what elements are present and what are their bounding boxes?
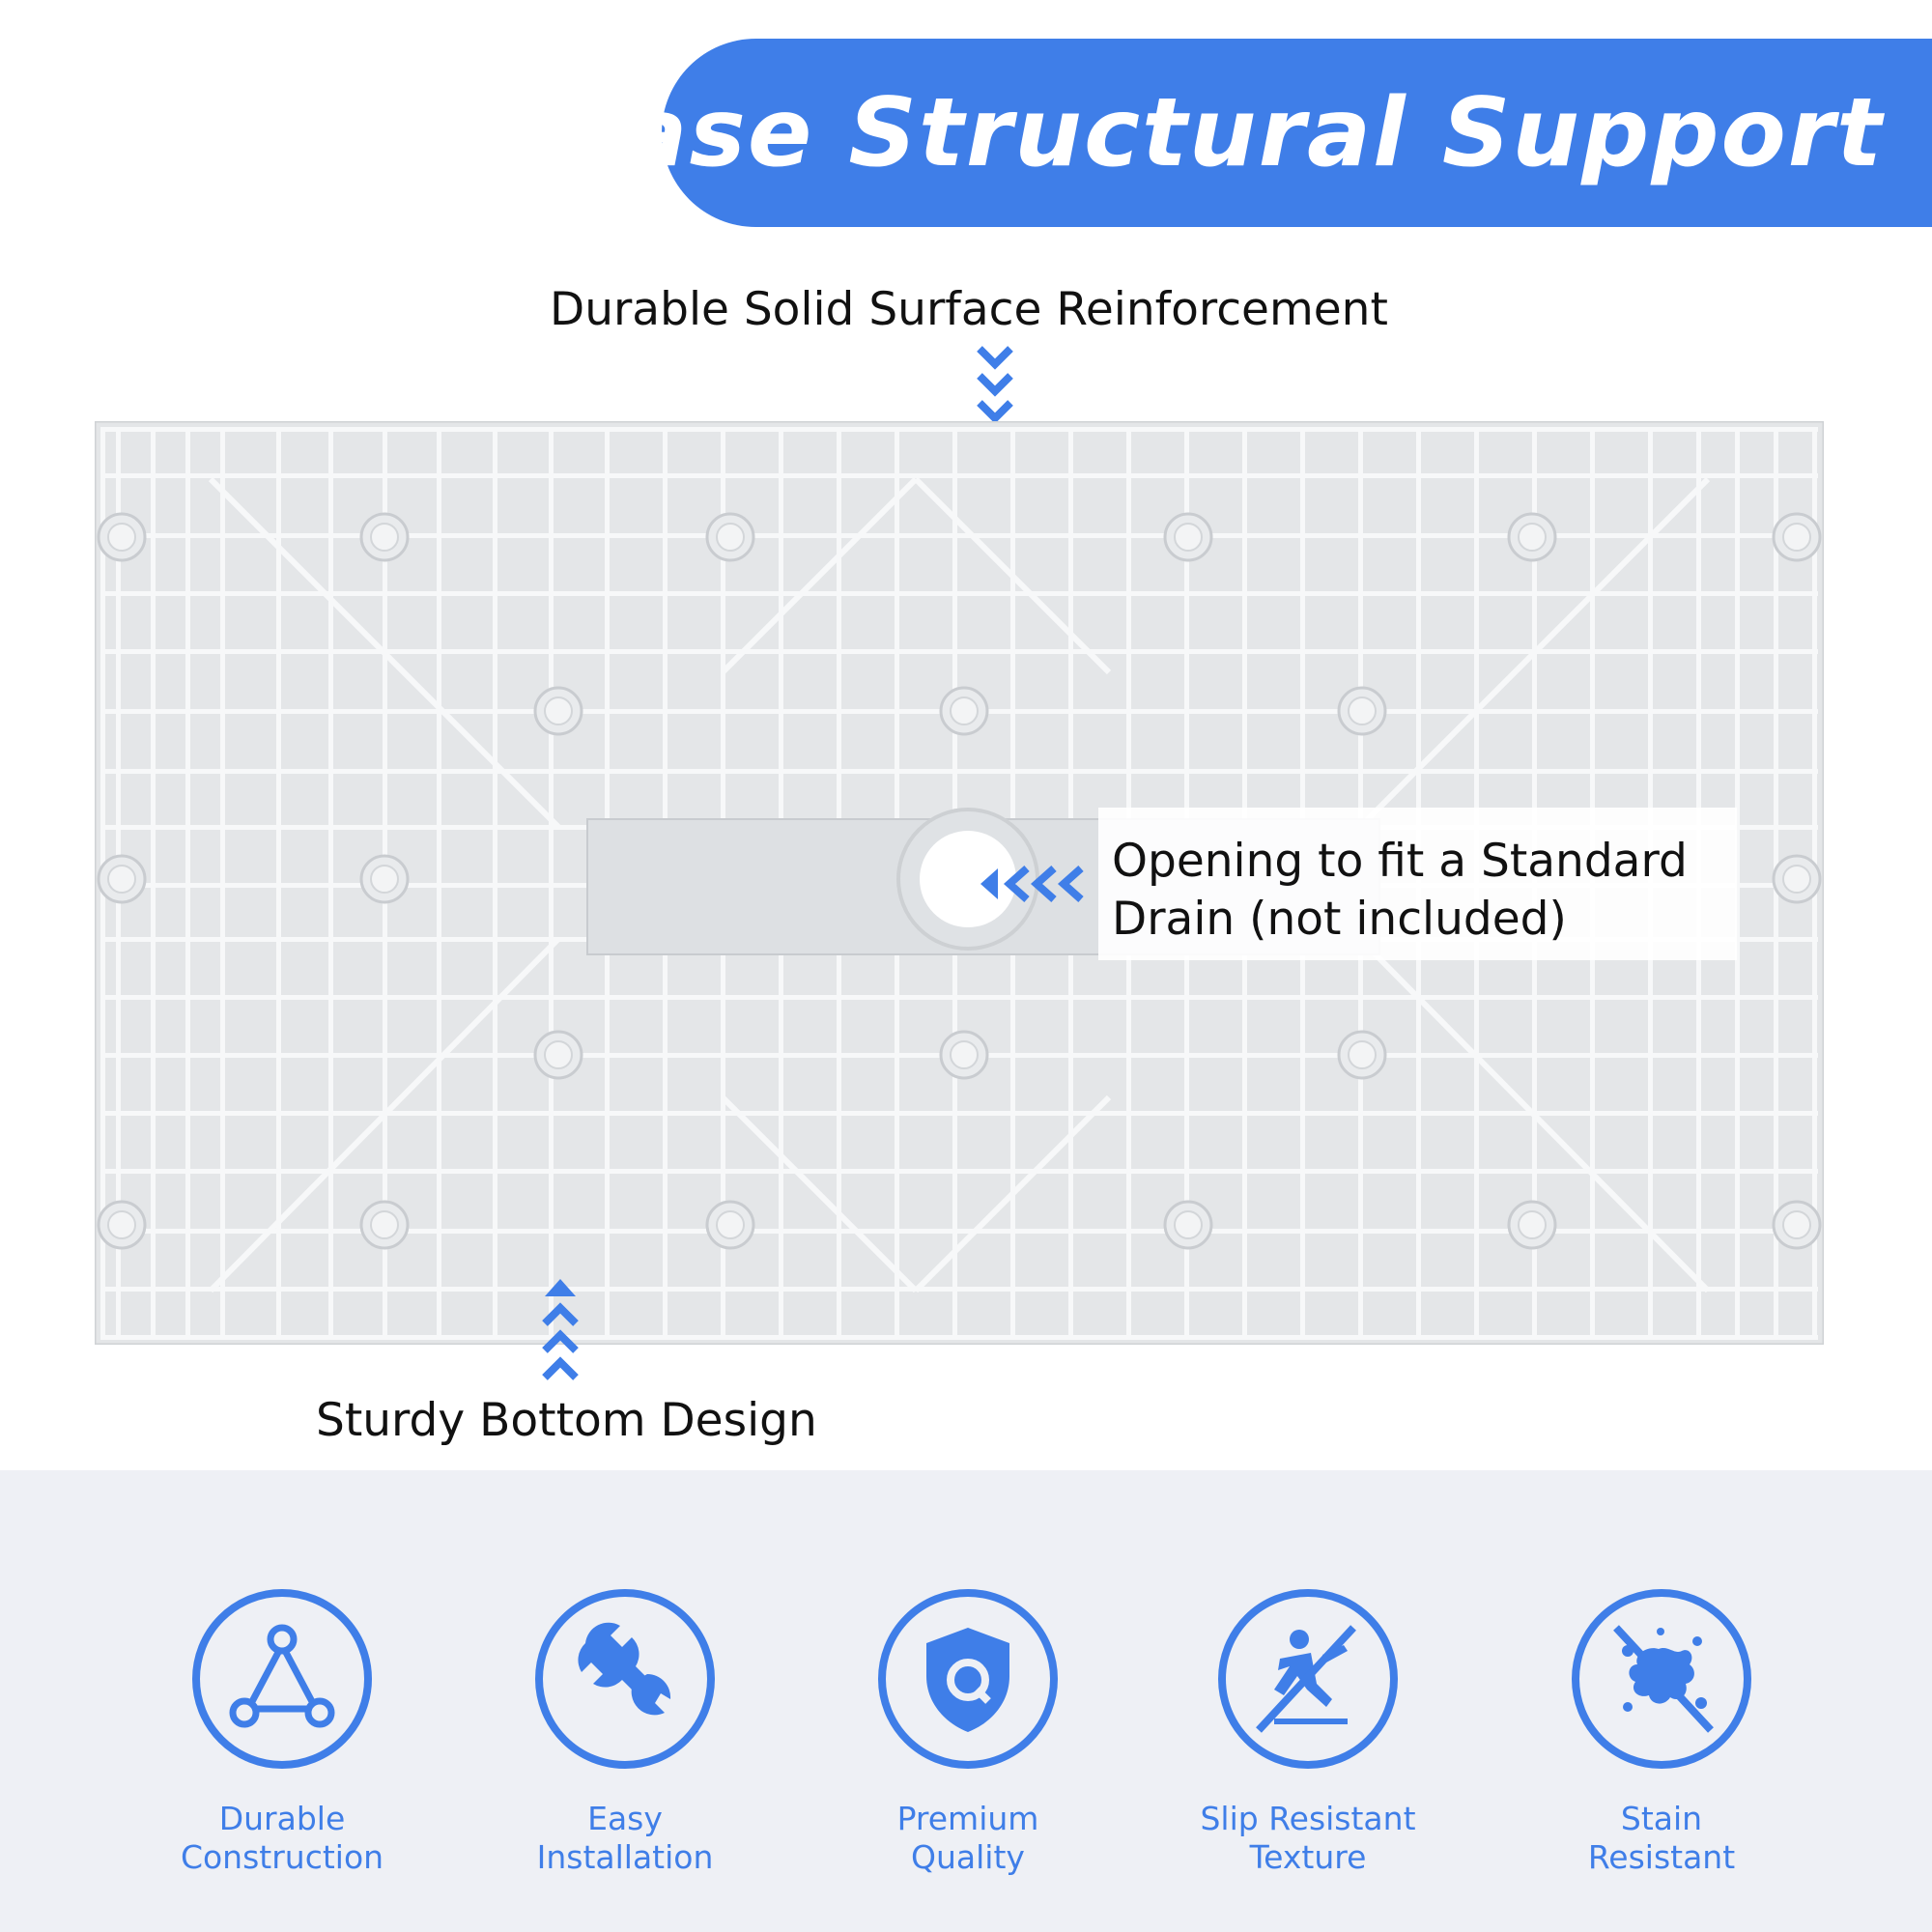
feature-label-line-2: Quality <box>911 1838 1025 1876</box>
chevron-left-icon <box>980 866 1084 902</box>
drain-callout: Opening to fit a Standard Drain (not inc… <box>1098 808 1737 960</box>
no-stain-icon <box>1613 1625 1714 1733</box>
feature-premium-quality: Premium Quality <box>794 1589 1142 1877</box>
feature-label-line-1: Durable <box>218 1800 346 1837</box>
feature-slip-resistant: Slip Resistant Texture <box>1134 1589 1482 1877</box>
chevron-up-icon <box>542 1279 579 1380</box>
feature-label-line-1: Premium <box>896 1800 1039 1837</box>
feature-label-line-1: Easy <box>587 1800 663 1837</box>
feature-label-line-2: Resistant <box>1587 1838 1736 1876</box>
no-slip-icon <box>1256 1625 1356 1733</box>
feature-label-line-1: Stain <box>1620 1800 1703 1837</box>
feature-easy-installation: Easy Installation <box>451 1589 799 1877</box>
bottom-callout-label: Sturdy Bottom Design <box>316 1394 817 1447</box>
shield-q-icon <box>926 1628 1009 1732</box>
top-callout-label: Durable Solid Surface Reinforcement <box>550 283 1388 336</box>
triangle-nodes-icon <box>229 1624 335 1728</box>
title-banner: Base Structural Support <box>550 39 1932 227</box>
feature-label-line-2: Texture <box>1249 1838 1367 1876</box>
feature-label-line-2: Installation <box>536 1838 714 1876</box>
feature-label-line-2: Construction <box>180 1838 384 1876</box>
feature-label-line-1: Slip Resistant <box>1200 1800 1416 1837</box>
drain-callout-line-1: Opening to fit a Standard <box>1112 835 1688 888</box>
drain-callout-line-2: Drain (not included) <box>1112 893 1567 946</box>
feature-stain-resistant: Stain Resistant <box>1488 1589 1835 1877</box>
page-title: Base Structural Support <box>549 77 1884 188</box>
feature-durable-construction: Durable Construction <box>108 1589 456 1877</box>
wrench-icon <box>578 1622 671 1716</box>
